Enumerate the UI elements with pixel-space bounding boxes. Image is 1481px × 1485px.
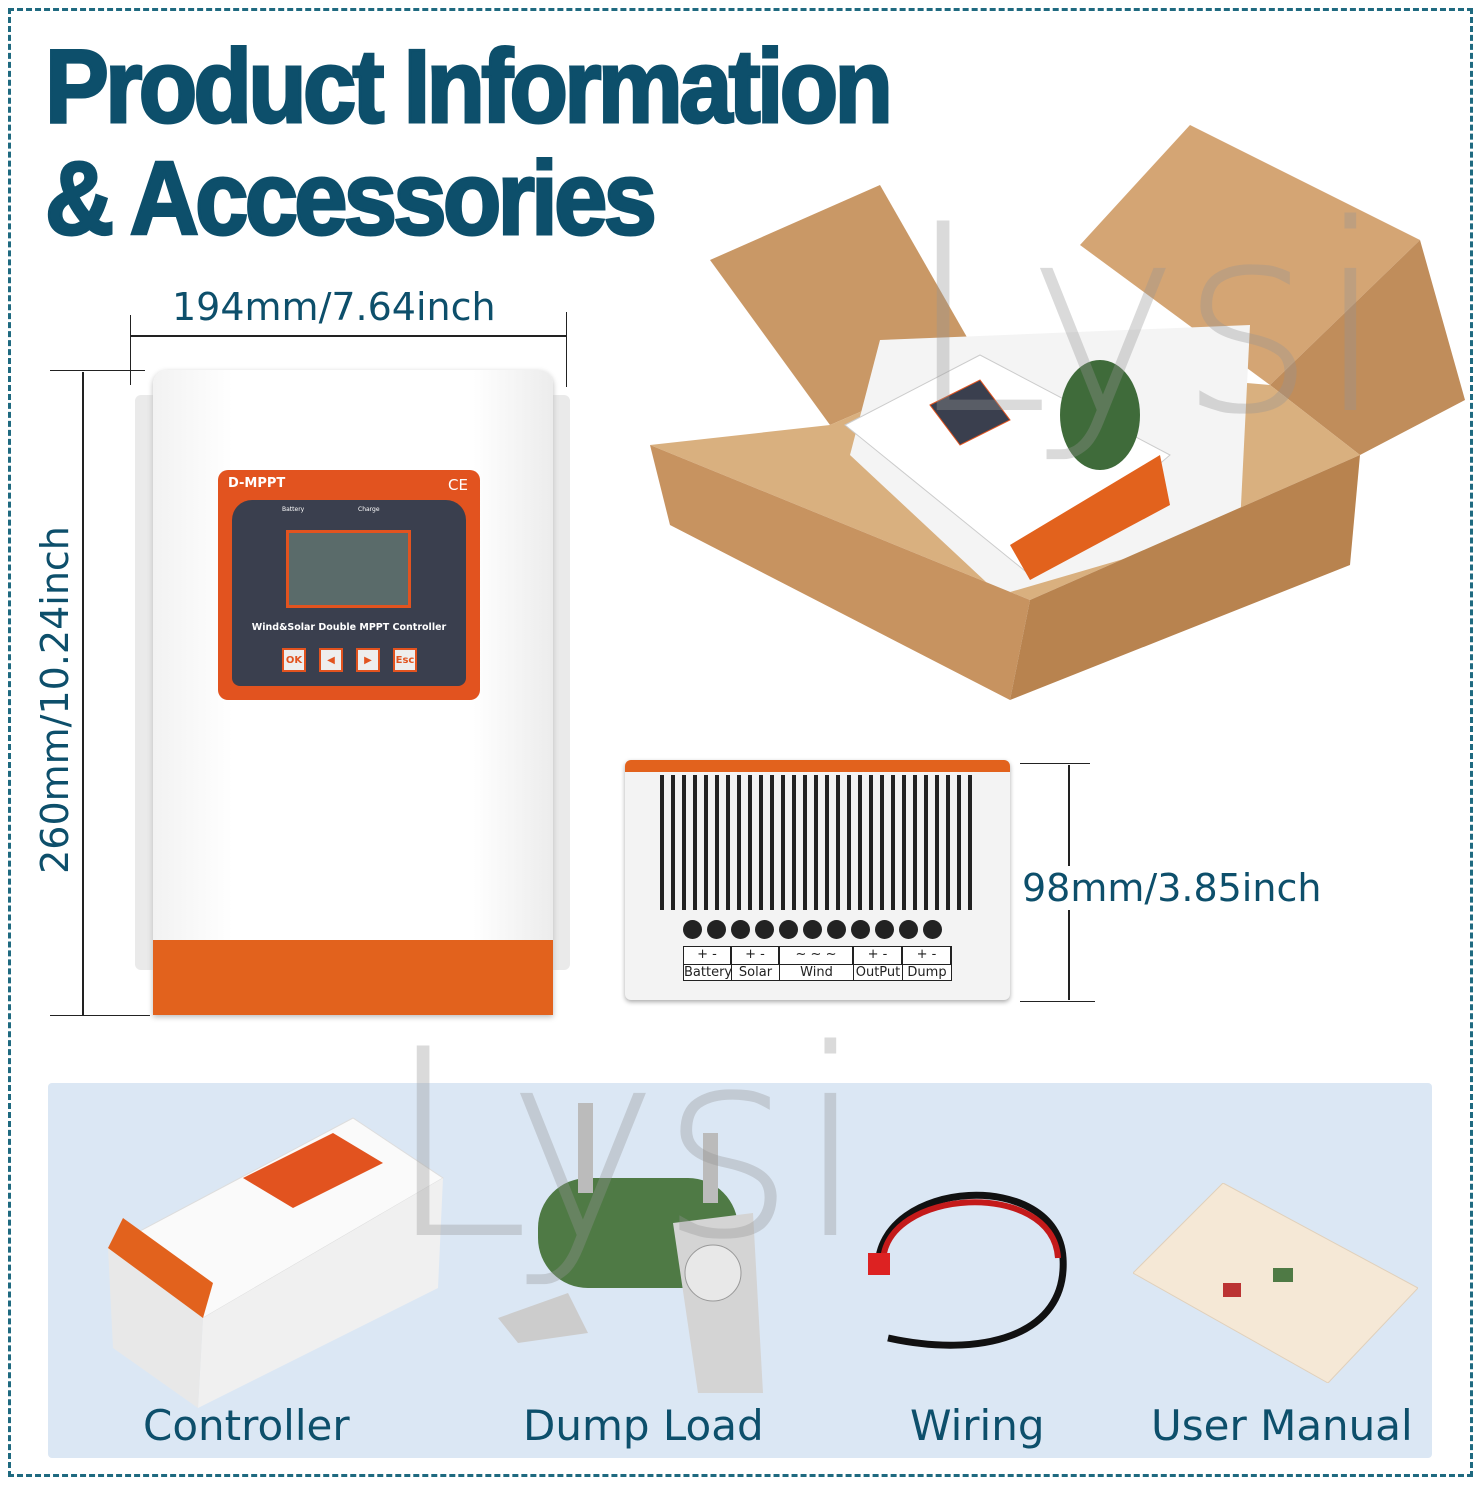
product-name: Wind&Solar Double MPPT Controller [251, 622, 447, 633]
solar-signs: + - [732, 947, 779, 965]
controller-front-image: D-MPPT CE Battery Charge Wind&Solar Doub… [135, 370, 570, 1015]
solar-terminal-label: Solar [738, 965, 773, 980]
dump-load-image [498, 1103, 763, 1393]
controller-accessory-image [107, 1117, 444, 1408]
height-dimension-line [82, 372, 84, 1015]
terminal-label-table: + -Battery + -Solar ~ ~ ~Wind + -OutPut … [683, 946, 952, 981]
depth-tick-top [1020, 763, 1090, 764]
output-signs: + - [854, 947, 902, 965]
terminal-row [683, 920, 942, 939]
width-label: 194mm/7.64inch [172, 285, 496, 329]
height-tick-top [50, 370, 145, 371]
battery-terminal-label: Battery [684, 965, 733, 980]
watermark-top: Lysi [905, 170, 1388, 472]
width-dimension-line [130, 335, 567, 337]
esc-button: Esc [393, 648, 417, 672]
depth-tick-bottom [1020, 1001, 1095, 1002]
wiring-image [868, 1191, 1067, 1349]
dump-signs: + - [903, 947, 951, 965]
title-line-1: Product Information [44, 28, 895, 147]
depth-label: 98mm/3.85inch [1020, 866, 1324, 910]
accessory-label-dump-load: Dump Load [523, 1401, 764, 1450]
output-terminal-label: OutPut [855, 965, 901, 980]
width-tick-right [566, 312, 567, 387]
battery-indicator-label: Battery [282, 506, 305, 513]
brand-label: D-MPPT [228, 476, 286, 491]
width-tick-left [130, 315, 131, 385]
controller-side-view: + -Battery + -Solar ~ ~ ~Wind + -OutPut … [625, 760, 1010, 1000]
height-tick-bottom [50, 1015, 150, 1016]
ok-button: OK [282, 648, 306, 672]
control-panel: D-MPPT CE Battery Charge Wind&Solar Doub… [218, 470, 480, 700]
dump-terminal-label: Dump [907, 965, 947, 980]
vent-grille [660, 775, 975, 910]
packaging-box-image [650, 125, 1465, 700]
watermark-bottom: Lysi [385, 995, 868, 1297]
accessories-panel: Controller Dump Load Wiring User Manual [48, 1083, 1432, 1458]
left-button: ◀ [319, 648, 343, 672]
lcd-screen [286, 530, 411, 608]
height-label: 260mm/10.24inch [33, 526, 77, 874]
accessory-label-user-manual: User Manual [1151, 1401, 1413, 1450]
charge-indicator-label: Charge [358, 506, 380, 513]
dashed-frame [8, 8, 1473, 1477]
accessory-label-controller: Controller [143, 1401, 350, 1450]
accessory-label-wiring: Wiring [910, 1401, 1045, 1450]
ce-mark: CE [448, 476, 468, 494]
battery-signs: + - [684, 947, 731, 965]
user-manual-image [1133, 1183, 1418, 1383]
wind-terminal-label: Wind [800, 965, 833, 980]
right-button: ▶ [356, 648, 380, 672]
wind-signs: ~ ~ ~ [780, 947, 853, 965]
title-line-2: & Accessories [44, 140, 659, 259]
